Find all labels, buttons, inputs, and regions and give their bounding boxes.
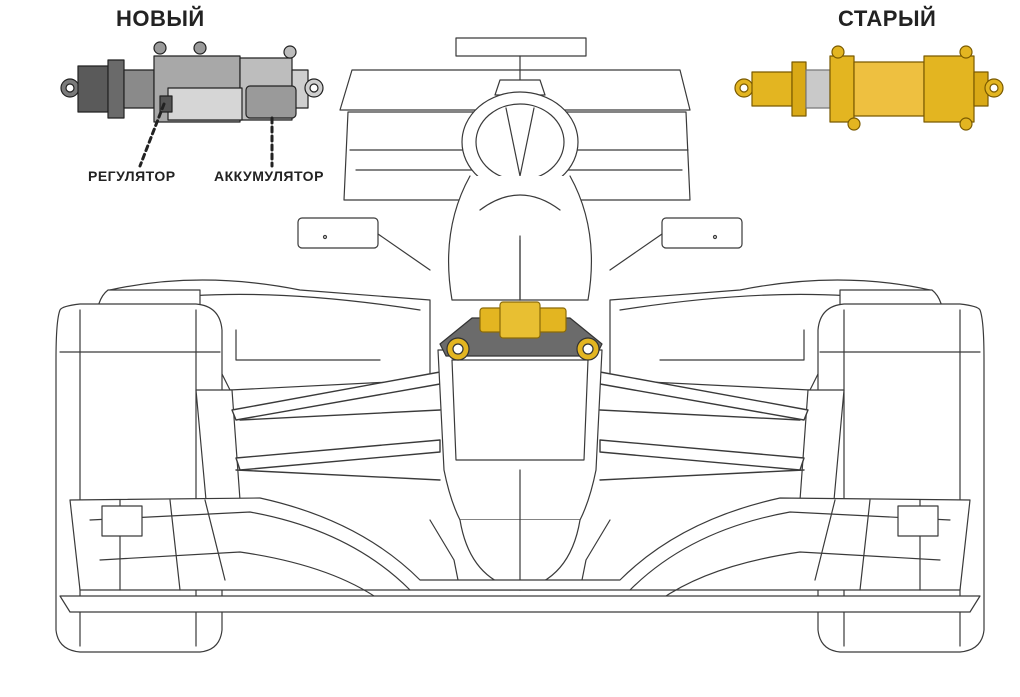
airbox xyxy=(448,91,592,301)
old-damper-image xyxy=(734,45,1004,131)
new-label: НОВЫЙ xyxy=(116,6,205,31)
accumulator-label: АККУМУЛЯТОР xyxy=(214,168,324,184)
new-damper-image xyxy=(60,41,324,168)
front-wing xyxy=(59,497,981,613)
suspension xyxy=(231,371,809,481)
nose xyxy=(429,349,611,591)
heave-damper-installed xyxy=(439,239,603,361)
mirrors xyxy=(297,217,743,271)
old-label: СТАРЫЙ xyxy=(838,6,937,31)
regulator-label: РЕГУЛЯТОР xyxy=(88,168,176,184)
brake-ducts xyxy=(195,389,845,501)
